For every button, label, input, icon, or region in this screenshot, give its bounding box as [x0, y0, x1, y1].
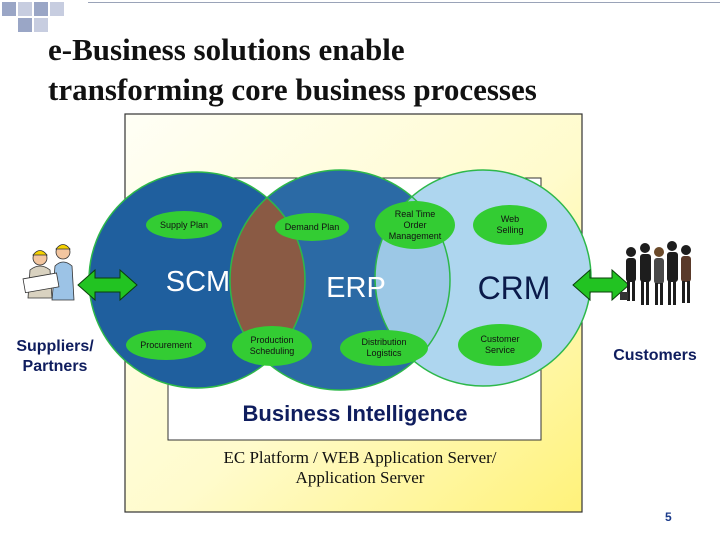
decor-square: [18, 2, 32, 16]
suppliers-label: Suppliers/ Partners: [0, 337, 110, 377]
decor-square: [50, 2, 64, 16]
title-line-1: e-Business solutions enable: [48, 32, 405, 67]
customers-label: Customers: [613, 347, 697, 364]
erp-label: ERP: [326, 272, 386, 304]
customer-service-label: Customer Service: [462, 333, 538, 357]
suppliers-illustration: [22, 244, 75, 301]
distribution-logistics-oval: [340, 330, 428, 366]
order-management-line-3: Management: [388, 230, 442, 241]
procurement-oval: [126, 330, 206, 360]
decor-square: [18, 18, 32, 32]
supply-plan-oval: [146, 211, 222, 239]
platform-line-1: EC Platform / WEB Application Server/: [223, 448, 497, 467]
supply-plan-label: Supply Plan: [159, 219, 209, 230]
scm-label: SCM: [165, 266, 231, 298]
customer-service-line-2: Service: [484, 345, 515, 355]
page-title: e-Business solutions enable transforming…: [48, 30, 688, 110]
decor-square: [2, 2, 16, 16]
suppliers-line-2: Partners: [22, 358, 88, 375]
production-scheduling-oval: [232, 326, 312, 366]
demand-plan-oval: [275, 213, 349, 241]
supplier-arrow: [77, 268, 138, 302]
distribution-logistics-line-2: Logistics: [366, 348, 402, 358]
procurement-label: Procurement: [140, 339, 192, 350]
order-management-line-2: Order: [403, 219, 427, 230]
customer-service-line-1: Customer: [480, 334, 520, 344]
page-number: 5: [665, 510, 672, 524]
title-line-2: transforming core business processes: [48, 72, 537, 107]
distribution-logistics-label: Distribution Logistics: [344, 336, 424, 360]
order-management-label: Real Time Order Management: [376, 208, 454, 242]
demand-plan-label: Demand Plan: [284, 221, 340, 232]
distribution-logistics-line-1: Distribution: [361, 337, 407, 347]
order-management-line-1: Real Time: [394, 208, 436, 219]
order-management-oval: [375, 201, 455, 249]
customers-illustration: [620, 241, 691, 305]
web-selling-oval: [473, 205, 547, 245]
production-scheduling-line-1: Production: [250, 335, 294, 345]
decor-square: [34, 2, 48, 16]
suppliers-line-1: Suppliers/: [16, 338, 94, 355]
header-rule: [88, 2, 720, 3]
web-selling-line-1: Web: [500, 214, 520, 224]
erp-ring: [229, 169, 451, 391]
production-scheduling-label: Production Scheduling: [234, 334, 310, 358]
business-intelligence-label: Business Intelligence: [242, 401, 468, 426]
customer-service-oval: [458, 324, 542, 366]
web-selling-label: Web Selling: [476, 213, 544, 237]
web-selling-line-2: Selling: [496, 225, 524, 235]
production-scheduling-line-2: Scheduling: [249, 346, 295, 356]
decor-square: [34, 18, 48, 32]
platform-line-2: Application Server: [295, 468, 425, 487]
crm-label: CRM: [477, 270, 551, 306]
platform-label: EC Platform / WEB Application Server/ Ap…: [160, 448, 560, 488]
